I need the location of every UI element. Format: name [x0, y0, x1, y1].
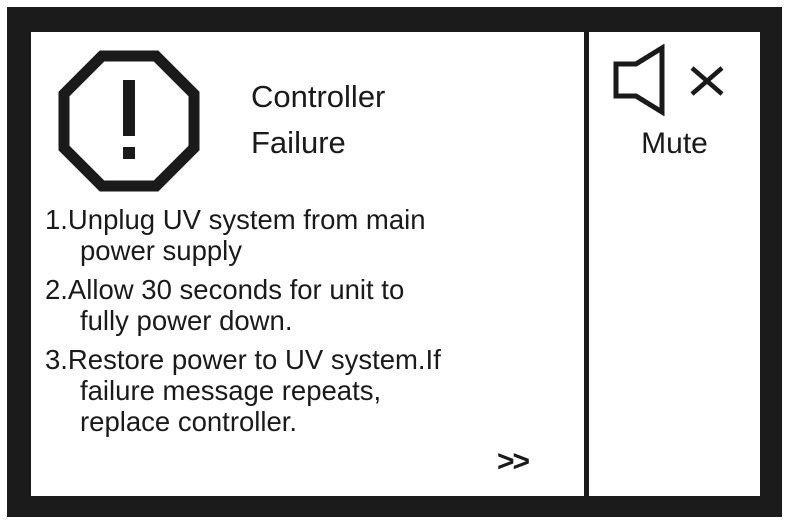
- mute-button[interactable]: Mute: [589, 32, 760, 172]
- step-3-line-1: 3.Restore power to UV system.If: [45, 344, 441, 375]
- alert-panel: Controller Failure 1.Unplug UV system fr…: [31, 32, 584, 496]
- step-1-line-2: power supply: [80, 235, 243, 266]
- sidebar-panel: Mute: [589, 32, 760, 496]
- instruction-step-3: 3.Restore power to UV system.If failure …: [45, 344, 585, 437]
- speaker-muted-icon: [613, 44, 724, 116]
- step-2-line-1: 2.Allow 30 seconds for unit to: [45, 274, 405, 305]
- step-2-line-2: fully power down.: [80, 305, 293, 336]
- step-3-line-2: failure message repeats,: [80, 375, 382, 406]
- warning-octagon-icon: [58, 50, 200, 192]
- display-frame: Controller Failure 1.Unplug UV system fr…: [7, 7, 782, 517]
- step-3-line-3: replace controller.: [80, 406, 298, 437]
- instruction-step-1: 1.Unplug UV system from main power suppl…: [45, 204, 585, 266]
- alert-title-line-1: Controller: [251, 79, 386, 114]
- next-page-button[interactable]: >>: [497, 445, 530, 478]
- step-1-line-1: 1.Unplug UV system from main: [45, 204, 426, 235]
- instruction-step-2: 2.Allow 30 seconds for unit to fully pow…: [45, 274, 585, 336]
- instruction-list: 1.Unplug UV system from main power suppl…: [45, 204, 585, 445]
- mute-label: Mute: [641, 127, 708, 160]
- alert-title-line-2: Failure: [251, 125, 346, 160]
